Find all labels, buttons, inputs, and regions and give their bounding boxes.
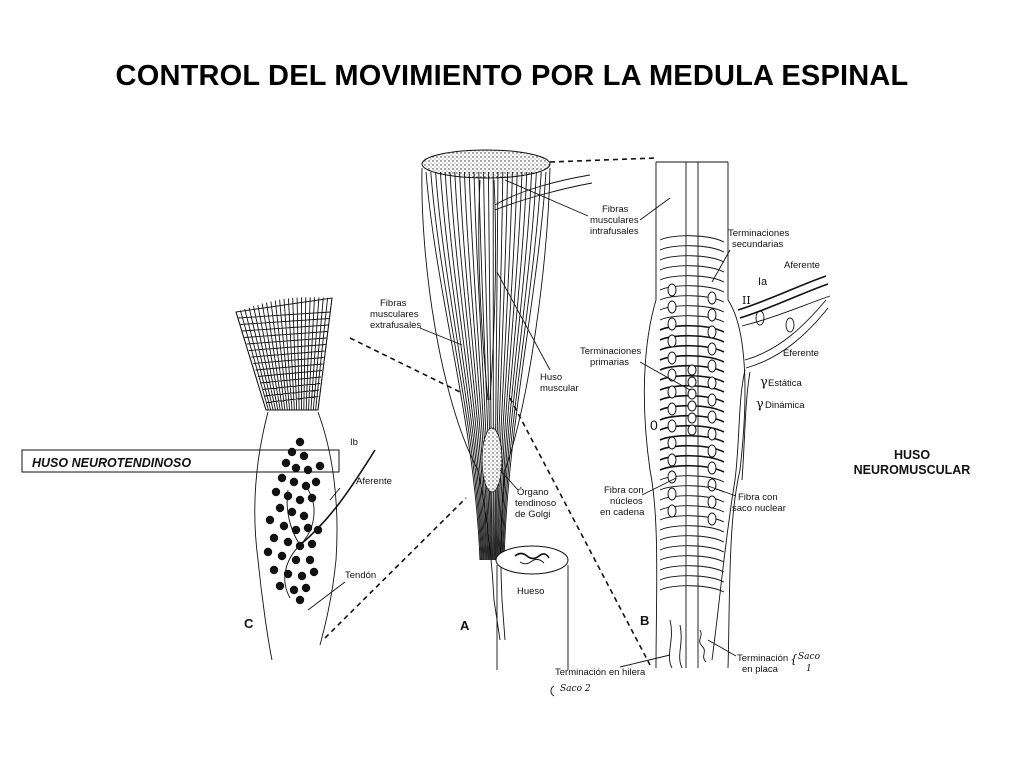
label-term-secundarias-2: secundarias [732,239,783,250]
connector-lines [324,157,657,666]
muscle-fibers [425,171,547,561]
panel-c-letter: C [244,616,254,631]
caption-left-box: HUSO NEUROTENDINOSO [21,449,340,473]
handwritten-saco-1b: 1 [806,664,812,674]
muscle-cross-section [421,149,551,179]
label-fibras-extrafusales-1: Fibras [380,298,407,309]
label-fibra-nucleos-2: núcleos [610,496,643,507]
gamma-icon-estatica: γ [760,375,768,390]
nucleus-mark: 0 [650,417,658,433]
label-ii: II [742,294,751,307]
label-huso-2: muscular [540,383,579,394]
label-fibras-extrafusales-3: extrafusales [370,320,421,331]
label-term-hilera: Terminación en hilera [555,667,646,678]
caption-huso-neurotendinoso: HUSO NEUROTENDINOSO [32,456,191,470]
nerve-bundle [711,275,831,661]
svg-text:{: { [790,652,798,666]
panel-b-letter: B [640,613,649,628]
label-fibras-intrafusales-2: musculares [590,215,639,226]
label-fibra-saco-1: Fibra con [738,492,778,503]
golgi-receptor-terminals [263,437,325,605]
panel-a: Huso muscular Órgano tendinoso de Golgi … [421,149,593,670]
label-aferente-c: Aferente [356,476,392,487]
label-term-placa-2: en placa [742,664,779,675]
bone [495,545,569,670]
label-eferente: Eferente [783,348,819,359]
label-ib: Ib [350,437,358,448]
spindle-inside [478,179,497,401]
golgi-afferent-nerve [299,449,376,546]
caption-huso: HUSO [894,448,930,462]
label-ia: Ia [758,276,768,288]
slide-title: CONTROL DEL MOVIMIENTO POR LA MEDULA ESP… [115,60,909,92]
label-organo-1: Órgano [517,487,549,498]
label-huso-1: Huso [540,372,562,383]
label-term-primarias-1: Terminaciones [580,346,641,357]
spindle-capsule [643,162,658,669]
handwritten-saco-1a: Saco [798,652,821,662]
label-tendon: Tendón [345,570,376,581]
label-fibras-intrafusales-3: intrafusales [590,226,639,237]
label-gamma-estatica: Estática [768,378,803,389]
label-organo-2: tendinoso [515,498,556,509]
label-aferente-b: Aferente [784,260,820,271]
panel-b: Fibras musculares intrafusales Terminaci… [504,161,831,697]
label-fibra-saco-2: saco nuclear [732,503,786,514]
primary-annulospiral-coils [659,235,725,593]
label-term-placa-1: Terminación [737,653,788,664]
panel-a-letter: A [460,618,470,633]
caption-neuromuscular: NEUROMUSCULAR [854,463,971,477]
label-fibras-intrafusales-1: Fibras [602,204,629,215]
golgi-organ-a [481,427,503,493]
label-term-primarias-2: primarias [590,357,629,368]
label-organo-3: de Golgi [515,509,550,520]
gamma-icon-dinamica: γ [756,397,764,412]
label-fibra-nucleos-3: en cadena [600,507,645,518]
tendon-outline [254,411,273,661]
label-gamma-dinamica: Dinámica [765,400,805,411]
handwritten-saco-2: Saco 2 [560,684,591,694]
label-term-secundarias-1: Terminaciones [728,228,789,239]
extrafusal-fibers-fan [235,297,333,411]
panel-c: Ib Aferente Tendón C Fibras musculares e… [235,297,463,661]
label-fibras-extrafusales-2: musculares [370,309,419,320]
nuclear-chain [667,283,717,526]
label-hueso: Hueso [517,586,544,597]
label-fibra-nucleos-1: Fibra con [604,485,644,496]
